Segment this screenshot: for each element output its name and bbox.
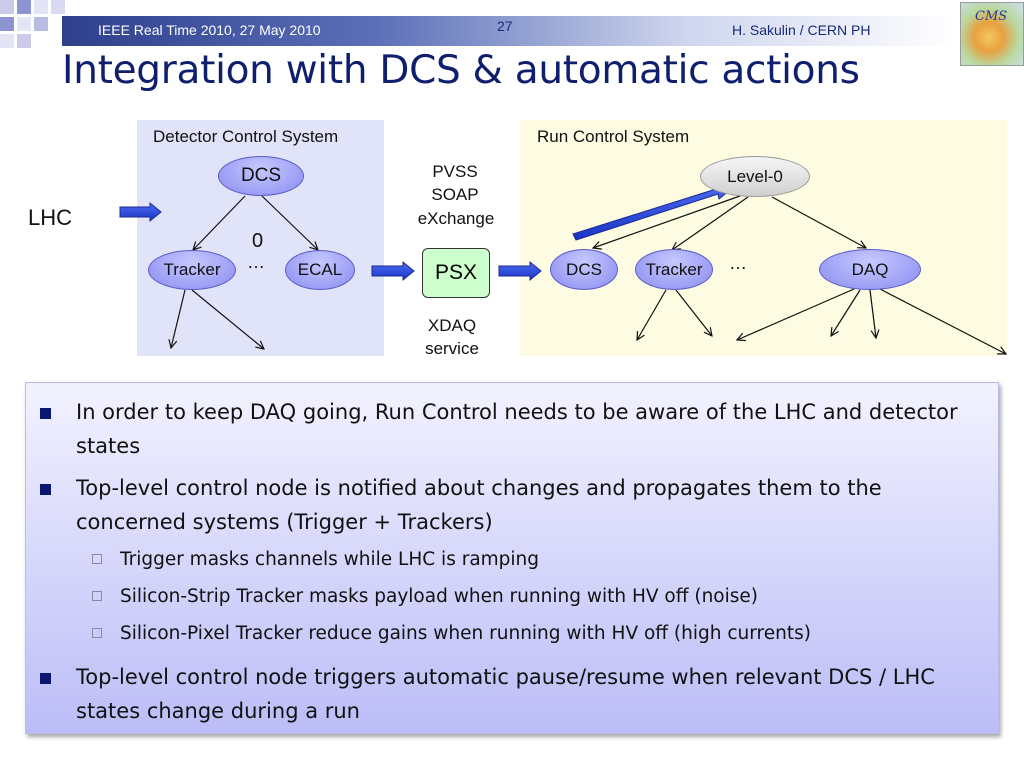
edge-tracker-sub-2 [675,289,712,336]
hollow-square-bullet-icon [92,591,102,601]
pvss-label: PVSS [432,162,478,181]
edge-daq-sub-4 [879,288,1006,354]
edge-daq-sub-2 [831,289,861,336]
edge-tracker-sub-1 [637,289,667,340]
exchange-label: eXchange [417,209,495,228]
node-dcs-tracker: Tracker [148,250,236,290]
node-rcs-dcs: DCS [550,249,618,290]
arrow-dcs-to-psx [371,260,415,282]
node-level0: Level-0 [700,156,810,197]
edge-level0-daq [771,196,866,248]
sub-bullet-text: Silicon-Strip Tracker masks payload when… [120,586,758,607]
square-bullet-icon [40,673,51,684]
node-psx: PSX [422,248,490,298]
sub-bullet-item: Trigger masks channels while LHC is ramp… [76,541,986,578]
cms-logo: CMS [960,2,1024,66]
dcs-panel-label: Detector Control System [153,127,339,146]
page-number: 27 [497,18,513,34]
xdaq-label: XDAQ [427,316,477,335]
bullet-item: Top-level control node is notified about… [26,471,986,652]
edge-tracker-down-left [171,289,186,348]
soap-label: SOAP [431,185,479,204]
node-dcs: DCS [218,156,304,196]
bullet-item: Top-level control node triggers automati… [26,660,986,728]
hollow-square-bullet-icon [92,628,102,638]
square-bullet-icon [40,484,51,495]
hollow-square-bullet-icon [92,554,102,564]
header-author: H. Sakulin / CERN PH [732,22,871,38]
sub-bullet-item: Silicon-Pixel Tracker reduce gains when … [76,615,986,652]
header-event: IEEE Real Time 2010, 27 May 2010 [98,22,321,38]
edge-dcs-tracker [193,195,246,250]
cms-logo-text: CMS [975,9,1008,24]
rcs-ellipsis: … [729,253,747,273]
edge-level0-tracker [672,196,749,250]
node-daq: DAQ [819,249,921,290]
edge-level0-dcs [593,195,741,248]
header-bar [62,16,956,46]
dcs-zero-label: 0 [252,230,264,252]
edge-daq-sub-1 [737,288,855,340]
sub-bullet-list: Trigger masks channels while LHC is ramp… [76,541,986,652]
node-ecal: ECAL [285,250,355,290]
edge-daq-sub-3 [869,289,876,338]
sub-bullet-text: Silicon-Pixel Tracker reduce gains when … [120,623,811,644]
node-rcs-tracker: Tracker [635,249,713,290]
page-title: Integration with DCS & automatic actions [62,48,860,93]
arrow-psx-to-rcs [498,260,542,282]
service-label: service [425,339,479,358]
arrow-lhc-to-dcs [119,201,162,223]
bullet-item: In order to keep DAQ going, Run Control … [26,395,986,463]
edge-dcs-ecal [261,195,318,250]
sub-bullet-text: Trigger masks channels while LHC is ramp… [120,549,540,570]
edge-tracker-down-right [191,289,264,349]
arrow-to-level0 [572,182,732,241]
bullet-text: Top-level control node is notified about… [76,476,882,534]
bullet-text: Top-level control node triggers automati… [76,665,935,723]
lhc-label: LHC [28,205,73,230]
header-decoration-squares [0,0,65,48]
sub-bullet-item: Silicon-Strip Tracker masks payload when… [76,578,986,615]
square-bullet-icon [40,408,51,419]
bullet-text: In order to keep DAQ going, Run Control … [76,400,958,458]
bullet-list: In order to keep DAQ going, Run Control … [26,395,986,736]
dcs-ellipsis: … [247,252,265,272]
rcs-panel-label: Run Control System [537,127,690,146]
content-box: In order to keep DAQ going, Run Control … [25,382,999,734]
